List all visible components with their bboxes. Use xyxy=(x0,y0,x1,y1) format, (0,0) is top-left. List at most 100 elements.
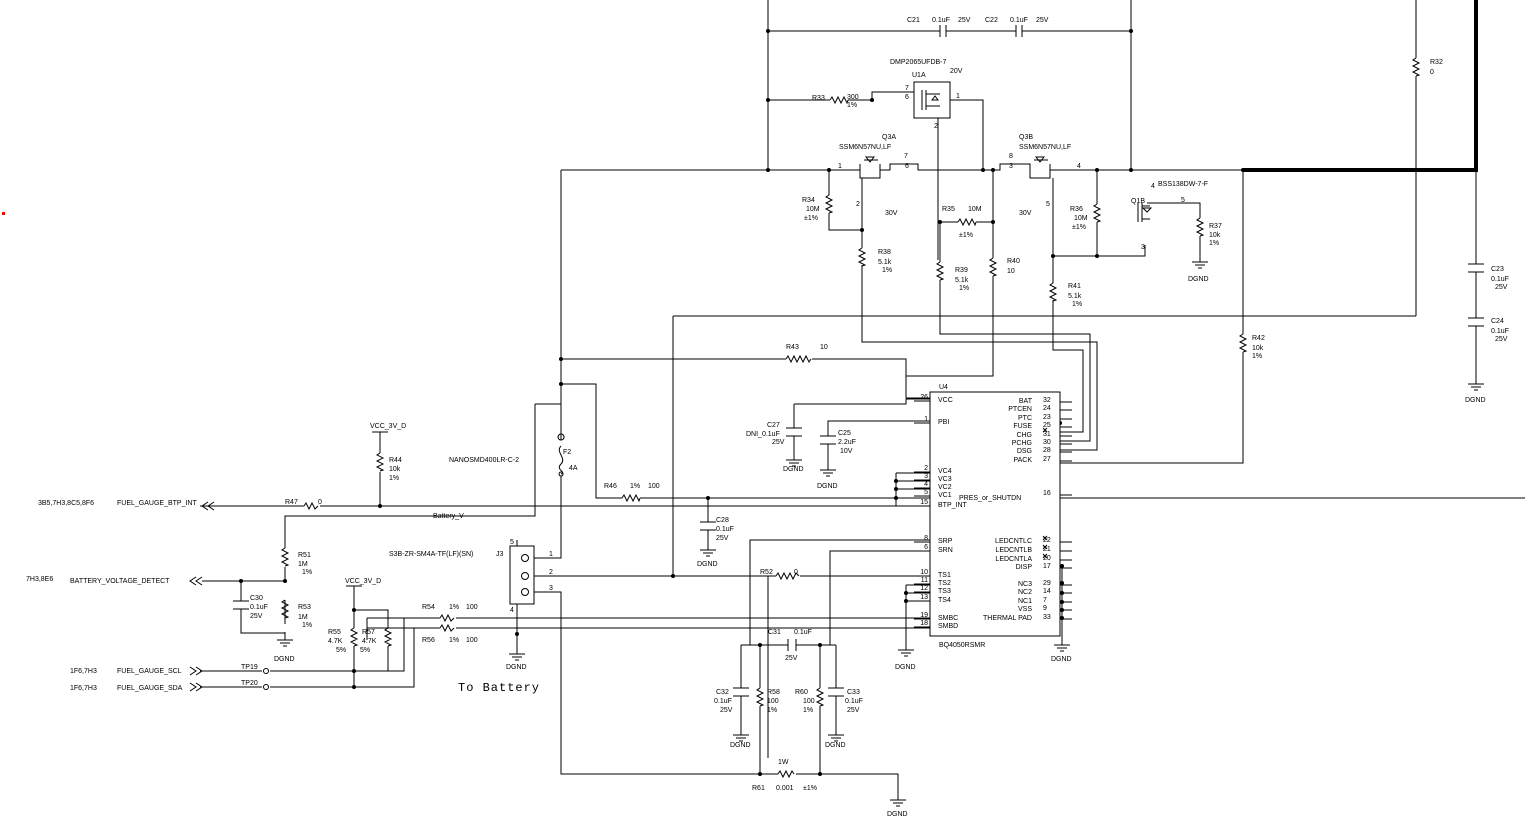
label-r61: R61 xyxy=(752,785,765,792)
marker-dot xyxy=(2,212,5,215)
label-r44-tol: 1% xyxy=(389,475,399,482)
label-r32-val: 0 xyxy=(1430,69,1434,76)
label-c21-val: 0.1uF xyxy=(932,17,950,24)
label-j3-part: S3B-ZR-SM4A-TF(LF)(SN) xyxy=(389,551,473,558)
label-r39-val: 5.1k xyxy=(955,277,969,284)
label-r41: R41 xyxy=(1068,283,1081,290)
label-c24: C24 xyxy=(1491,318,1504,325)
u4-pin-number: 33 xyxy=(1043,614,1051,621)
pin-num: 2 xyxy=(934,123,938,130)
label-r57: R57 xyxy=(362,629,375,636)
label-r33-tol: 1% xyxy=(847,102,857,109)
u4-pin-number: 14 xyxy=(1043,588,1051,595)
label-c21-v: 25V xyxy=(958,17,971,24)
u4-pin-number: 7 xyxy=(1043,597,1047,604)
label-vcc2: VCC_3V_D xyxy=(345,578,381,585)
u4-pin-number: 28 xyxy=(1043,447,1051,454)
label-c27-val: DNI_0.1uF xyxy=(746,431,780,438)
u4-pin-number: 25 xyxy=(1043,422,1051,429)
label-r47: R47 xyxy=(285,499,298,506)
label-r46: R46 xyxy=(604,483,617,490)
pin-num: 1 xyxy=(838,163,842,170)
u4-chip-body xyxy=(929,391,1061,637)
label-r36-tol: ±1% xyxy=(1072,224,1086,231)
label-u1a: U1A xyxy=(912,72,926,79)
u4-pin-number: 3 xyxy=(924,473,928,480)
u4-pin-name: LEDCNTLB xyxy=(995,547,1032,554)
u4-pin-name: VC3 xyxy=(938,476,952,483)
label-r60: R60 xyxy=(795,689,808,696)
net-btp-int-ref: 3B5,7H3,8C5,8F6 xyxy=(38,500,94,507)
label-r42-val: 10k xyxy=(1252,345,1264,352)
u4-pin-name: TS1 xyxy=(938,572,951,579)
label-pres-or-shutdn: PRES_or_SHUTDN xyxy=(959,495,1021,502)
u4-pin-number: 26 xyxy=(920,394,928,401)
label-r51-val: 1M xyxy=(298,561,308,568)
label-c28-v: 25V xyxy=(716,535,729,542)
label-r55-val: 4.7K xyxy=(328,638,343,645)
label-r37: R37 xyxy=(1209,223,1222,230)
pin-num: 5 xyxy=(1181,197,1185,204)
u4-pin-name: BTP_INT xyxy=(938,502,968,509)
resistor-symbols xyxy=(280,57,1421,779)
label-c31: C31 xyxy=(768,629,781,636)
pin-num: 5 xyxy=(1046,201,1050,208)
label-c25-val: 2.2uF xyxy=(838,439,856,446)
label-r37-val: 10k xyxy=(1209,232,1221,239)
label-c23: C23 xyxy=(1491,266,1504,273)
label-dgnd: DGND xyxy=(1188,276,1209,283)
label-c22: C22 xyxy=(985,17,998,24)
net-scl-ref: 1F6,7H3 xyxy=(70,668,97,675)
label-c27: C27 xyxy=(767,422,780,429)
label-r33-val: 300 xyxy=(847,94,859,101)
label-r37-tol: 1% xyxy=(1209,240,1219,247)
pin-num: 3 xyxy=(1141,244,1145,251)
label-f2-part: NANOSMD400LR-C-2 xyxy=(449,457,519,464)
pin-num: 6 xyxy=(905,94,909,101)
u4-pin-number: 13 xyxy=(920,594,928,601)
u4-pin-name: VCC xyxy=(938,397,953,404)
capacitor-symbols xyxy=(233,25,1484,697)
label-q1b: Q1B xyxy=(1131,198,1145,205)
label-dgnd: DGND xyxy=(817,483,838,490)
u4-pin-name: FUSE xyxy=(1013,423,1032,430)
label-r41-tol: 1% xyxy=(1072,301,1082,308)
label-dgnd: DGND xyxy=(1051,656,1072,663)
label-r55: R55 xyxy=(328,629,341,636)
u4-pin-name: TS4 xyxy=(938,597,951,604)
label-r46-tol: 1% xyxy=(630,483,640,490)
label-r35-val: 10M xyxy=(968,206,982,213)
ground-labels: DGND DGND DGND DGND DGND DGND DGND DGND … xyxy=(274,276,1486,818)
label-r40: R40 xyxy=(1007,258,1020,265)
label-r57-tol: 5% xyxy=(360,647,370,654)
label-r52: R52 xyxy=(760,569,773,576)
label-r56-tol: 1% xyxy=(449,637,459,644)
label-q3a: Q3A xyxy=(882,134,896,141)
label-v30b: 30V xyxy=(1019,210,1032,217)
label-dgnd: DGND xyxy=(274,656,295,663)
u4-pin-number: 6 xyxy=(924,544,928,551)
test-points xyxy=(263,668,269,690)
label-dgnd: DGND xyxy=(1465,397,1486,404)
label-c21: C21 xyxy=(907,17,920,24)
label-c30-val: 0.1uF xyxy=(250,604,268,611)
pin-num: 5 xyxy=(510,539,514,546)
pin-num: 1 xyxy=(956,93,960,100)
label-tp19: TP19 xyxy=(241,664,258,671)
label-r36-val: 10M xyxy=(1074,215,1088,222)
u4-pin-number: 9 xyxy=(1043,605,1047,612)
u4-pin-number: 4 xyxy=(924,481,928,488)
label-r46-val: 100 xyxy=(648,483,660,490)
u4-pin-name: DISP xyxy=(1016,564,1033,571)
label-c22-val: 0.1uF xyxy=(1010,17,1028,24)
label-dgnd: DGND xyxy=(730,742,751,749)
label-r61-tol: ±1% xyxy=(803,785,817,792)
pin-num: 7 xyxy=(904,153,908,160)
label-r60-tol: 1% xyxy=(803,707,813,714)
u4-pin-number: 8 xyxy=(924,535,928,542)
u4-pin-name: PBI xyxy=(938,419,949,426)
u4-pin-name: TS3 xyxy=(938,588,951,595)
u4-pin-name: LEDCNTLC xyxy=(995,538,1032,545)
u4-pin-name: BAT xyxy=(1019,398,1033,405)
